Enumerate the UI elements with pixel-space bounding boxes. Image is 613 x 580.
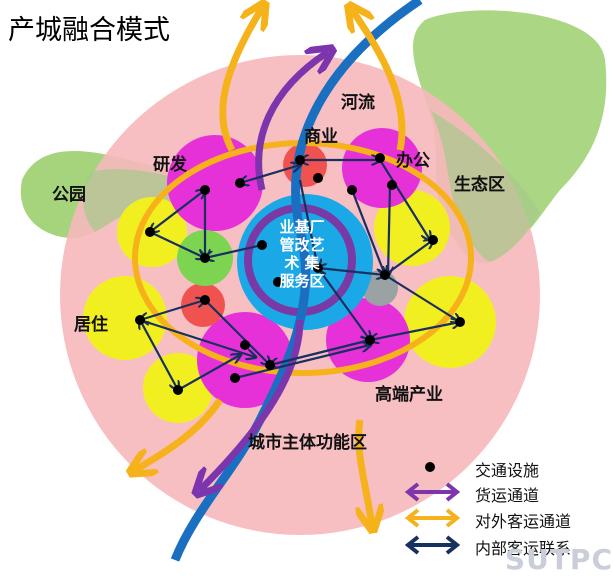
watermark-logo: SUTPC bbox=[504, 543, 613, 576]
transport-dots bbox=[135, 153, 465, 395]
label-commerce: 商业 bbox=[304, 127, 338, 147]
legend-label-external: 对外客运通道 bbox=[475, 512, 572, 531]
center-line-1: 业基厂 bbox=[279, 218, 325, 236]
label-river: 河流 bbox=[341, 93, 375, 113]
yellow-zone-right bbox=[404, 276, 496, 368]
center-line-4: 服务区 bbox=[279, 272, 325, 290]
label-core-zone: 城市主体功能区 bbox=[248, 433, 367, 453]
passenger-path-downleft bbox=[135, 398, 223, 470]
legend-label-freight: 货运通道 bbox=[475, 486, 540, 505]
center-zone-text: 业基厂 管改艺 术 集 服务区 bbox=[262, 218, 342, 290]
legend-label-facility: 交通设施 bbox=[475, 461, 540, 480]
label-hightech: 高端产业 bbox=[375, 385, 443, 405]
center-line-3: 术 集 bbox=[284, 254, 320, 272]
label-office: 办公 bbox=[396, 151, 430, 171]
legend-purple-symbol bbox=[404, 482, 461, 502]
passenger-path-upright bbox=[352, 10, 406, 151]
internal-links bbox=[140, 160, 460, 390]
label-park: 公园 bbox=[52, 185, 86, 205]
passenger-path-upleft bbox=[219, 8, 262, 152]
label-residence: 居住 bbox=[74, 315, 108, 335]
page-title: 产城融合模式 bbox=[8, 15, 170, 46]
label-ecozone: 生态区 bbox=[454, 175, 505, 195]
legend-navy-symbol bbox=[404, 535, 461, 555]
legend-orange-symbol bbox=[404, 508, 461, 528]
river bbox=[170, 0, 423, 562]
passenger-path-downright bbox=[359, 419, 372, 525]
label-rnd: 研发 bbox=[153, 155, 187, 175]
center-line-2: 管改艺 bbox=[279, 236, 325, 254]
legend-label-internal: 内部客运联系 bbox=[475, 539, 572, 558]
legend-dot-symbol bbox=[425, 462, 435, 472]
